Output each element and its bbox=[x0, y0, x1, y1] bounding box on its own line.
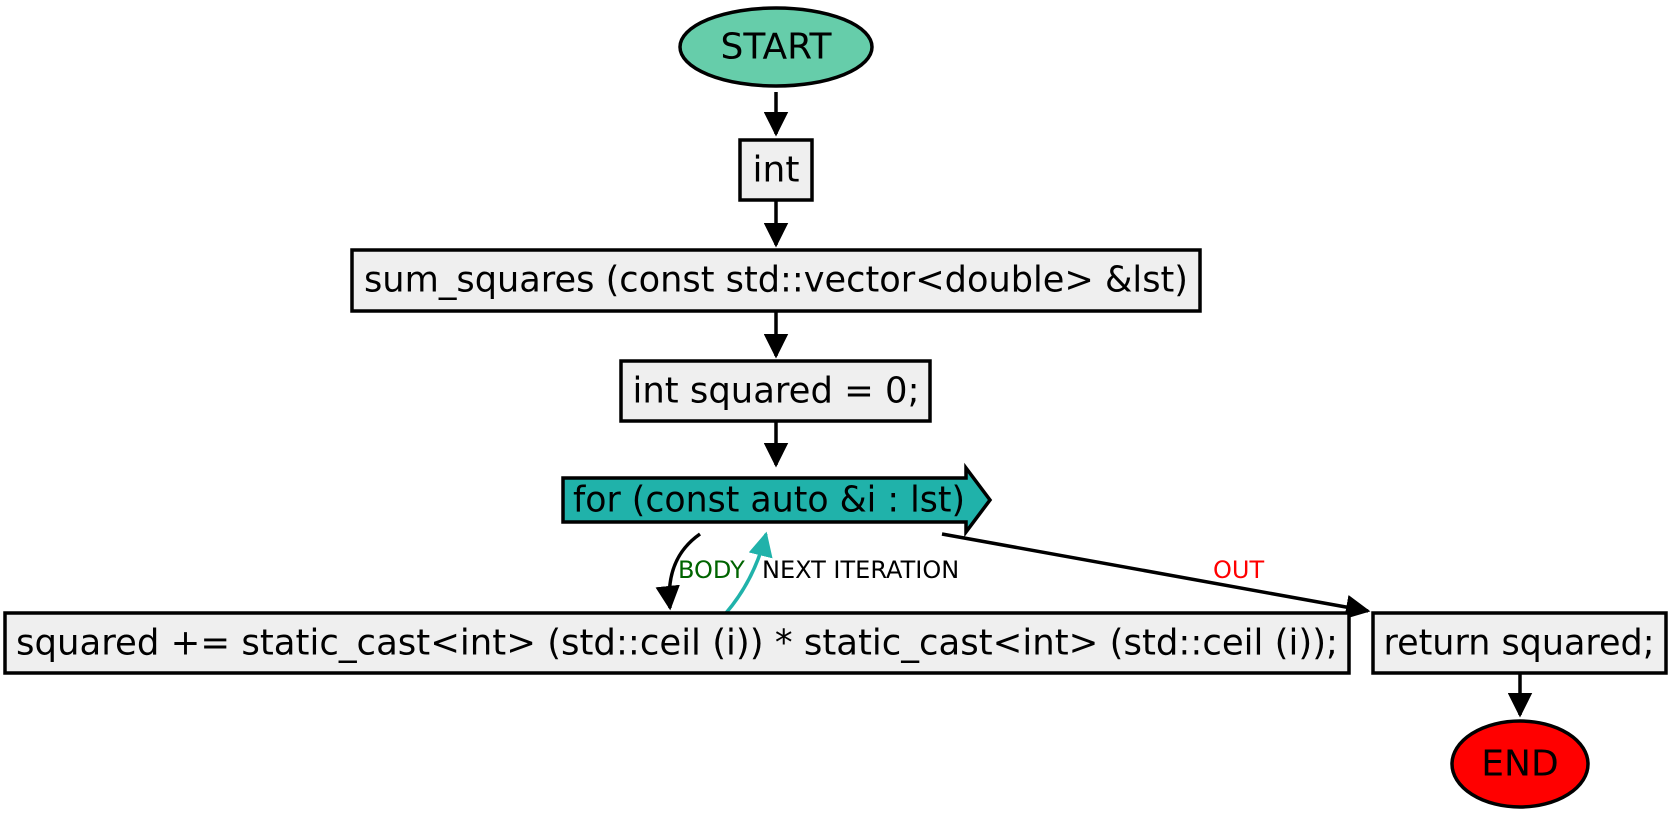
end-label: END bbox=[1481, 744, 1558, 785]
init-node bbox=[619, 359, 932, 423]
end-node bbox=[1450, 719, 1590, 809]
loop-label: for (const auto &i : lst) bbox=[573, 480, 965, 521]
start-label: START bbox=[720, 27, 832, 68]
return-type-node bbox=[738, 138, 814, 202]
edge-loop-to-return bbox=[941, 532, 1371, 620]
edge-loop-to-body bbox=[655, 532, 702, 611]
edge-label-next-iteration: NEXT ITERATION bbox=[762, 556, 959, 584]
body-node bbox=[3, 611, 1351, 675]
return-node bbox=[1371, 611, 1668, 675]
edge-label-body: BODY bbox=[678, 556, 745, 584]
signature-label: sum_squares (const std::vector<double> &… bbox=[364, 260, 1188, 301]
return-type-label: int bbox=[753, 150, 800, 191]
init-label: int squared = 0; bbox=[633, 371, 920, 412]
signature-node bbox=[350, 248, 1202, 313]
edge-body-to-loop bbox=[724, 531, 773, 615]
start-node bbox=[678, 6, 874, 88]
loop-node bbox=[561, 462, 993, 538]
edge-label-out: OUT bbox=[1213, 556, 1264, 584]
return-label: return squared; bbox=[1384, 623, 1655, 664]
body-label: squared += static_cast<int> (std::ceil (… bbox=[16, 623, 1338, 664]
